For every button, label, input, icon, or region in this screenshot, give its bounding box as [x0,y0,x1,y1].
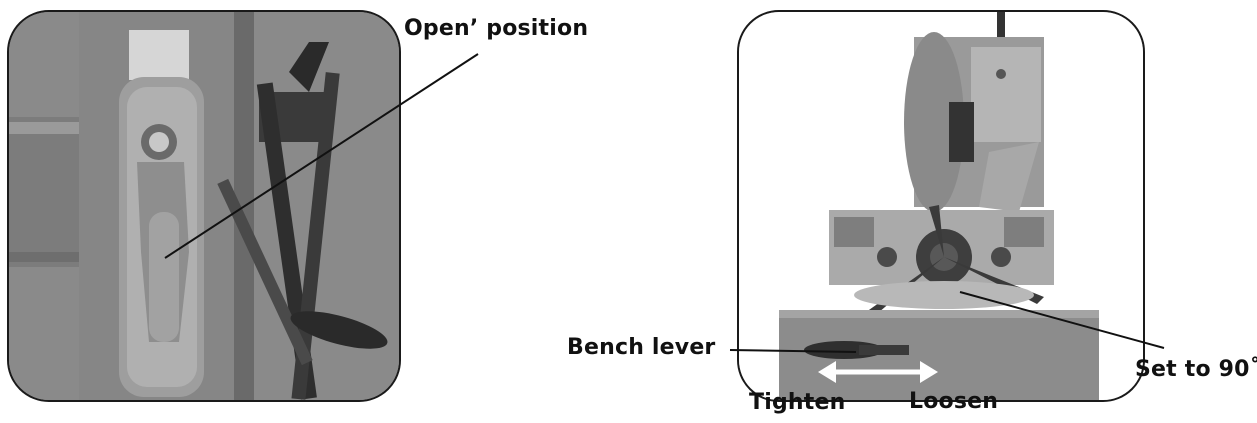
photo-vise-open-position [7,10,401,402]
callout-bench-lever: Bench lever [567,335,716,360]
photo-saw-bench-lever [737,10,1145,402]
callout-loosen: Loosen [909,389,999,414]
callout-open-position: Open’ position [404,16,589,41]
callout-tighten: Tighten [749,390,846,415]
callout-set-to-90: Set to 90˚ [1135,357,1257,382]
